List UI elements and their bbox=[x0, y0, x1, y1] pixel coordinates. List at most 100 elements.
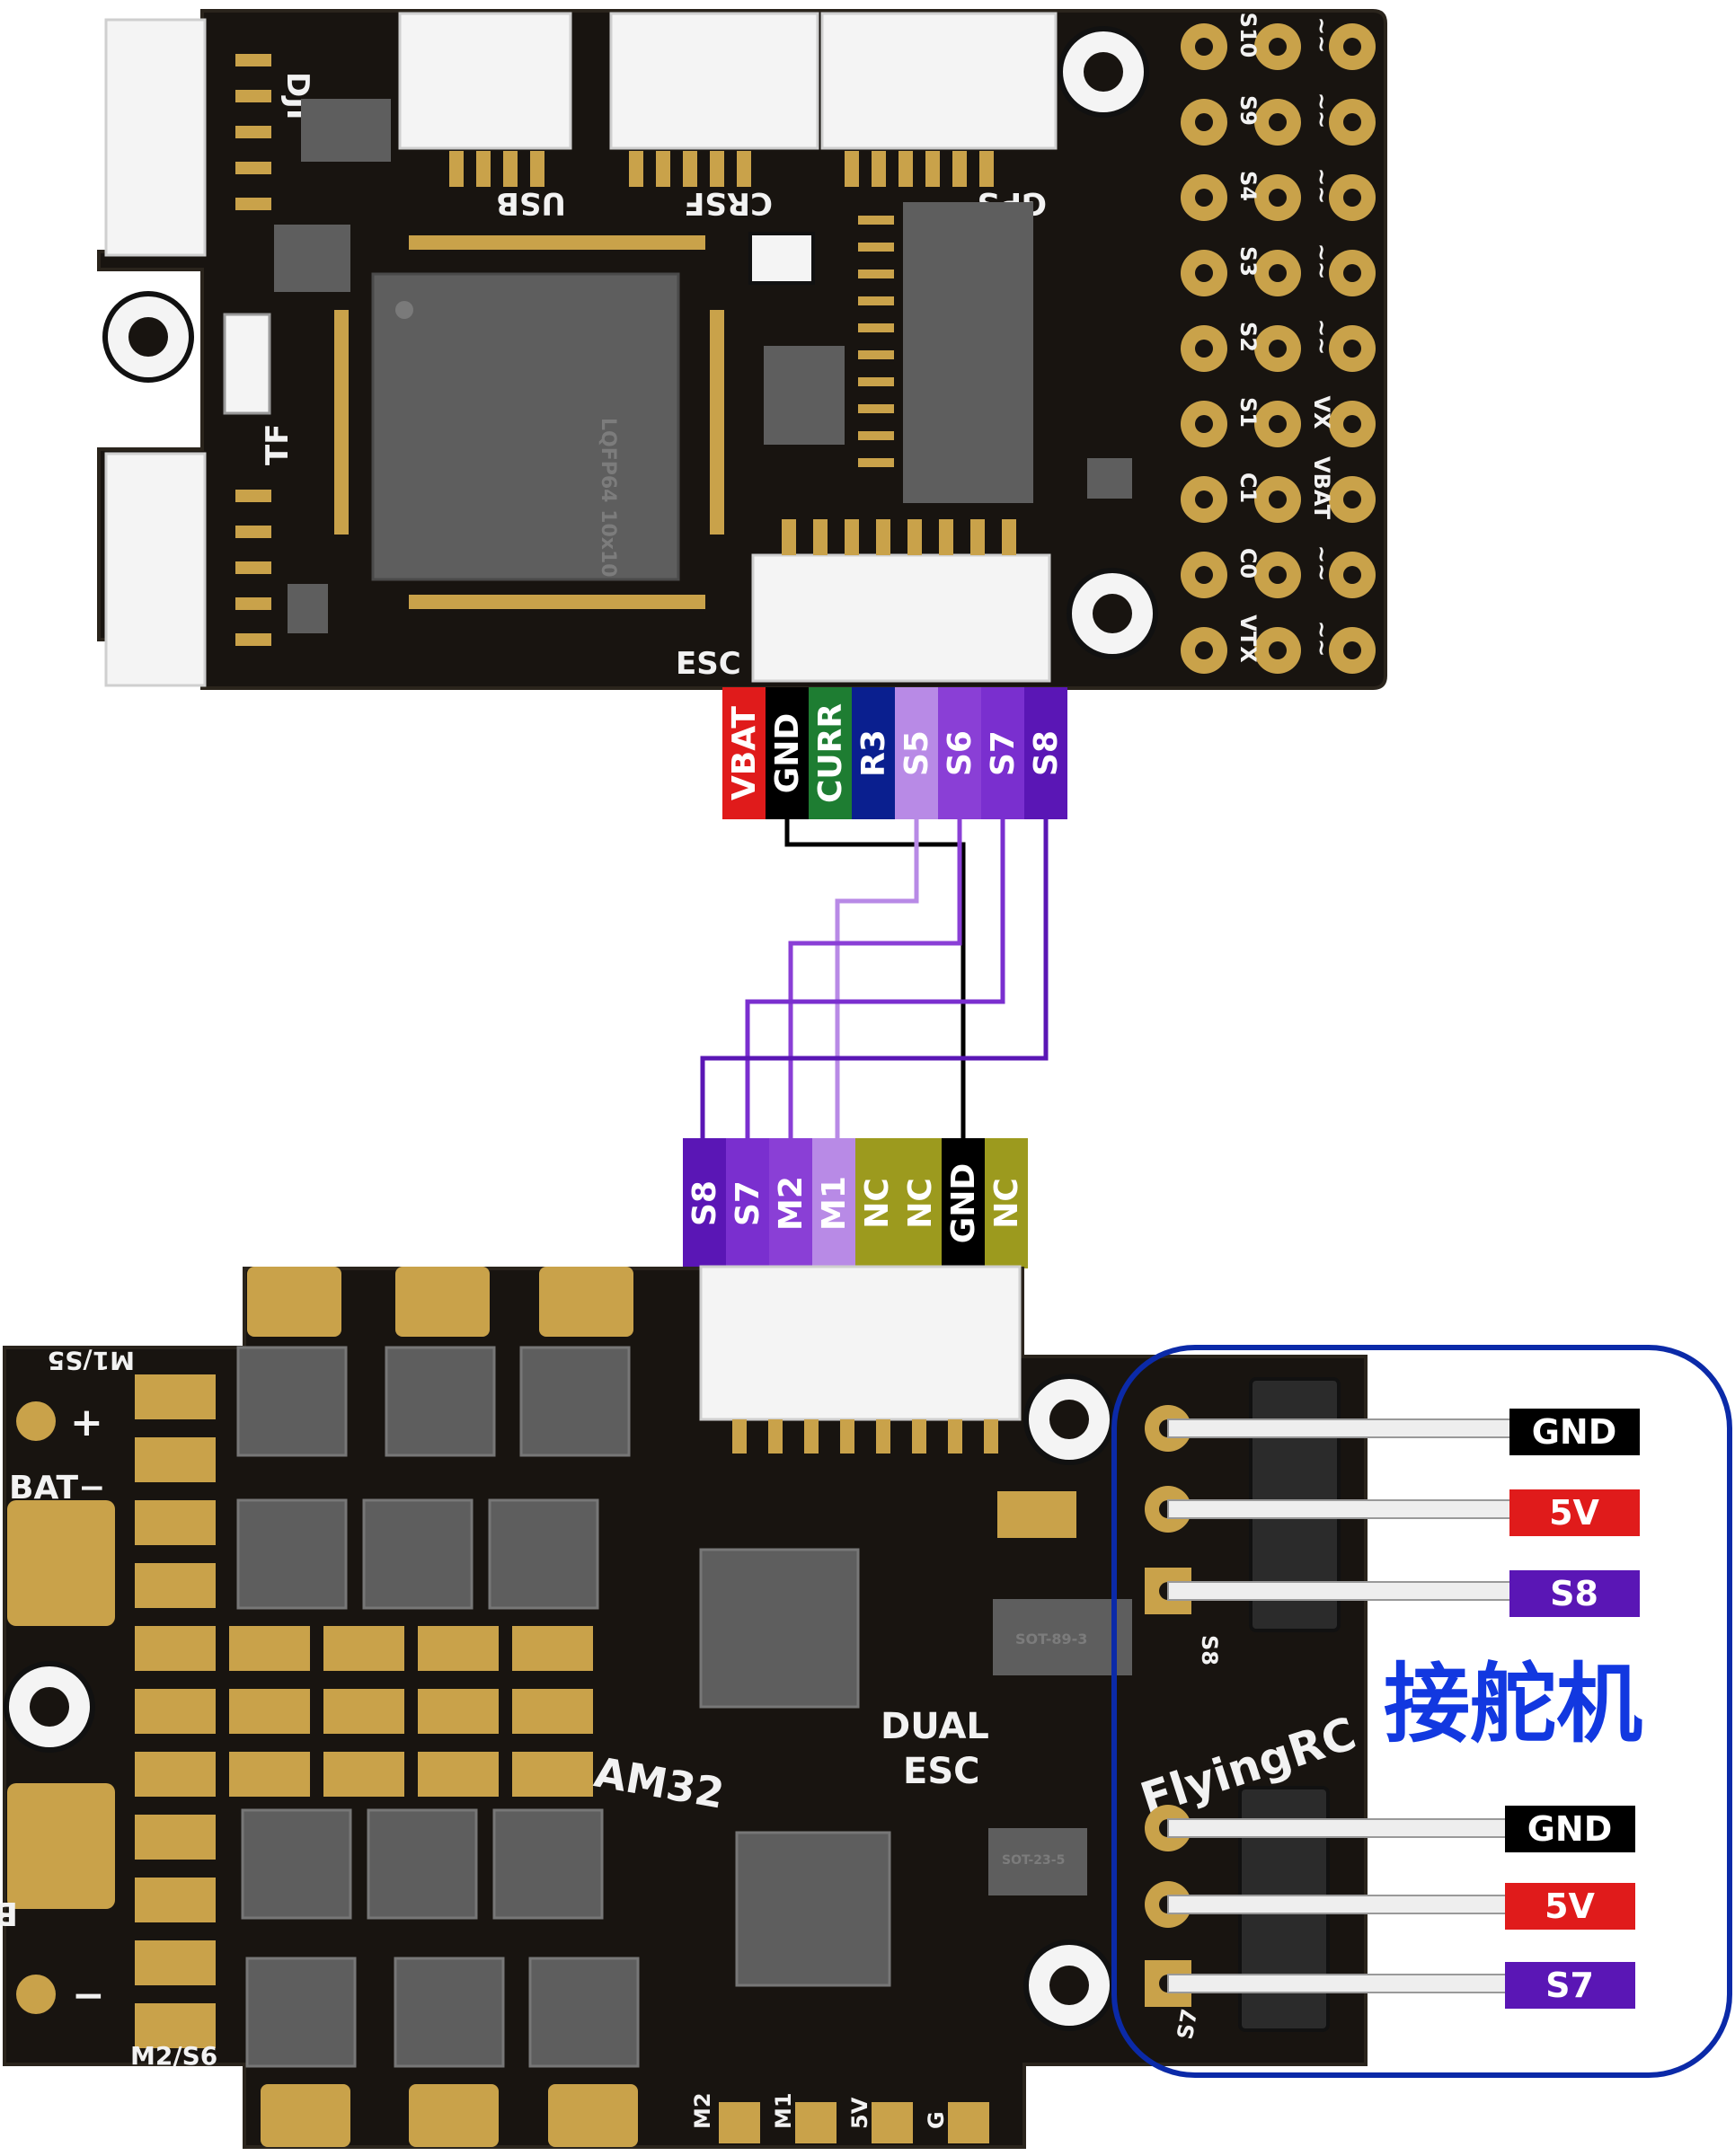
fc-esc-pin-cell bbox=[766, 687, 809, 819]
wire-s5 bbox=[835, 819, 919, 1138]
m2s6-label: M2/S6 bbox=[130, 2041, 217, 2071]
fc-pad-label: S1 bbox=[1235, 397, 1261, 428]
fc-esc-pin-cell bbox=[1024, 687, 1067, 819]
fc-pad-label: S4 bbox=[1235, 171, 1261, 201]
wire-gnd bbox=[784, 819, 966, 1138]
fc-pad-label: C1 bbox=[1235, 473, 1261, 503]
fc-pad-hole bbox=[1195, 490, 1213, 508]
s8-pad-label: S8 bbox=[1197, 1635, 1222, 1666]
esc-pcb bbox=[3, 1267, 1368, 2149]
dual-label: DUAL bbox=[881, 1706, 989, 1747]
bottom-m2-label: M2 bbox=[690, 2092, 715, 2129]
fc-pad-label-right: ~~ bbox=[1309, 168, 1334, 204]
servo-header-top bbox=[1167, 1377, 1528, 1632]
tf-label: TF bbox=[260, 424, 296, 465]
fc-chip-small-right bbox=[1087, 458, 1132, 499]
servo-title: 接舵机 bbox=[1384, 1654, 1642, 1754]
fc-esc-pin-cell bbox=[895, 687, 938, 819]
fc-pad-label: S2 bbox=[1235, 322, 1261, 352]
m1s5-label: M1/S5 bbox=[48, 1346, 135, 1375]
esc-pin-cell bbox=[812, 1138, 855, 1268]
servo-label-text: 5V bbox=[1545, 1886, 1595, 1926]
fc-pad-hole bbox=[1343, 641, 1361, 659]
esc-pin-label: NC bbox=[859, 1178, 896, 1229]
fc-pad-label-right: ~~ bbox=[1309, 93, 1334, 128]
fc-pad-hole bbox=[1269, 415, 1287, 433]
esc-pin-cell bbox=[985, 1138, 1028, 1268]
fc-pad-label-right: ~~ bbox=[1309, 621, 1334, 657]
fc-pad-hole bbox=[1269, 38, 1287, 56]
esc-pin-label: S8 bbox=[686, 1180, 723, 1226]
fc-pad-hole bbox=[1269, 641, 1287, 659]
fc-small-chip-1 bbox=[301, 99, 391, 162]
servo-label-box bbox=[1509, 1409, 1640, 1455]
fc-pad-hole bbox=[1195, 415, 1213, 433]
fc-pad-label: S10 bbox=[1235, 13, 1261, 58]
fc-pad-label-right: VX bbox=[1309, 395, 1334, 429]
esc-pin-cell bbox=[942, 1138, 985, 1268]
bottom-m1-label: M1 bbox=[771, 2092, 796, 2129]
fc-left-connector-pins bbox=[235, 54, 271, 646]
fc-pad-hole bbox=[1343, 264, 1361, 282]
fc-pad-hole bbox=[1343, 566, 1361, 584]
fc-pad-hole bbox=[1195, 340, 1213, 358]
fc-esc-pin-label: S6 bbox=[942, 730, 978, 776]
esc-label: ESC bbox=[676, 646, 741, 682]
fc-pad-hole bbox=[1343, 490, 1361, 508]
fc-pad-label-right: ~~ bbox=[1309, 545, 1334, 581]
fc-esc-pin-label: S8 bbox=[1028, 730, 1065, 776]
esc-pin-label: M2 bbox=[773, 1176, 810, 1231]
bottom-g-label: G bbox=[924, 2111, 949, 2129]
fc-esc-connector bbox=[751, 553, 1051, 683]
fc-pad-label-right: ~~ bbox=[1309, 17, 1334, 53]
fc-pad-hole bbox=[1195, 189, 1213, 207]
fc-small-chip-3 bbox=[288, 584, 328, 633]
bat-minus-pad bbox=[7, 1500, 115, 1626]
plus-label: + bbox=[70, 1400, 103, 1445]
main-mcu: LQFP64 10x10 bbox=[334, 235, 724, 609]
esc-pin-cell bbox=[683, 1138, 726, 1268]
fc-pad-hole bbox=[1269, 340, 1287, 358]
esc-mcu-2 bbox=[735, 1831, 891, 1987]
bottom-5v-label: 5V bbox=[847, 2097, 872, 2129]
fc-pad-hole bbox=[1343, 340, 1361, 358]
fc-pad-hole bbox=[1269, 189, 1287, 207]
esc-pin-cell bbox=[898, 1138, 942, 1268]
fc-esc-pin-label: VBAT bbox=[726, 706, 763, 800]
servo-label-text: 5V bbox=[1549, 1493, 1599, 1533]
fc-pad-label: VTX bbox=[1235, 614, 1261, 663]
s7-pad-label: S7 bbox=[1173, 2007, 1202, 2041]
servo-label-box bbox=[1505, 1883, 1635, 1930]
esc-board: + − BAT− BAT+ M1/S5 M2/S6 SOT-89-3 SOT-2… bbox=[0, 1265, 1528, 2149]
flight-controller-board: DJI USB CRSF GPS TF ESC LQFP64 10x10 bbox=[97, 9, 1387, 690]
servo-label-text: S7 bbox=[1545, 1966, 1594, 2005]
gps-connector bbox=[820, 12, 1058, 150]
esc-mcu-1 bbox=[699, 1548, 860, 1709]
servo-callout-frame bbox=[1111, 1345, 1732, 2078]
usb-connector bbox=[398, 12, 572, 150]
fc-pad-hole bbox=[1343, 113, 1361, 131]
servo-label-box bbox=[1509, 1489, 1640, 1536]
fc-pad-label-right: ~~ bbox=[1309, 319, 1334, 355]
fc-pad-label: S9 bbox=[1235, 95, 1261, 126]
fc-chip-gyro bbox=[764, 346, 845, 445]
fc-pad-hole bbox=[1195, 264, 1213, 282]
servo-label-text: S8 bbox=[1550, 1574, 1598, 1613]
fc-pad-hole bbox=[1269, 566, 1287, 584]
fc-esc-pin-cell bbox=[981, 687, 1024, 819]
fc-esc-pin-cell bbox=[722, 687, 766, 819]
fc-pad-hole bbox=[1343, 38, 1361, 56]
bat-plus-label: BAT+ bbox=[0, 1895, 18, 1931]
servo-label-box bbox=[1505, 1806, 1635, 1852]
sot1-label: SOT-89-3 bbox=[1015, 1630, 1087, 1648]
fc-pad-hole bbox=[1195, 113, 1213, 131]
esc-pin-label: GND bbox=[945, 1163, 982, 1244]
wire-s8 bbox=[700, 819, 1049, 1138]
esc-pin-cell bbox=[769, 1138, 812, 1268]
esc-pin-label: NC bbox=[988, 1178, 1025, 1229]
servo-label-text: GND bbox=[1527, 1809, 1613, 1849]
esc-pin-cell bbox=[726, 1138, 769, 1268]
fc-esc-pin-cell bbox=[809, 687, 852, 819]
